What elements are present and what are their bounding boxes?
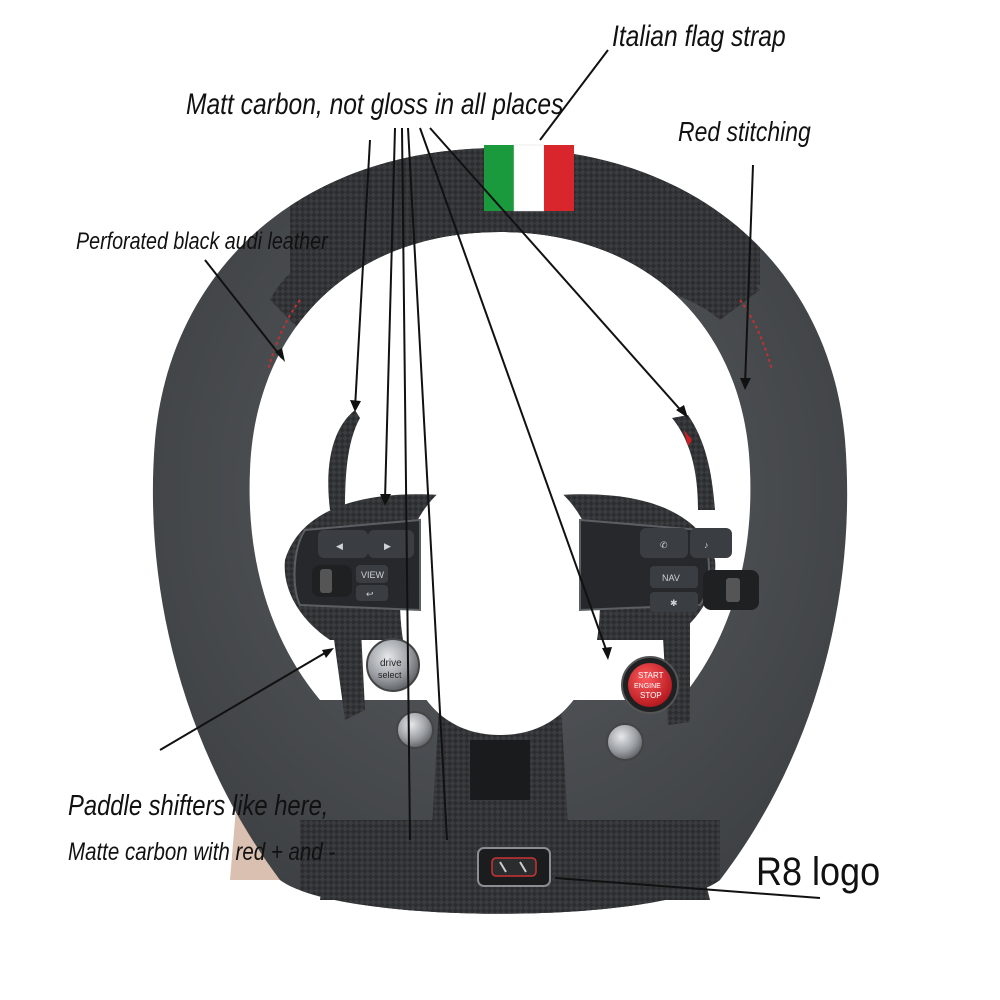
italian-flag-strap bbox=[484, 144, 574, 212]
back-icon: ↩ bbox=[366, 589, 374, 599]
select-label: select bbox=[378, 670, 402, 680]
view-button-label: VIEW bbox=[361, 570, 385, 580]
left-button-cluster: ◀ ▶ VIEW ↩ bbox=[293, 518, 421, 612]
arrow-matt-2 bbox=[384, 127, 396, 501]
start-label: START bbox=[638, 671, 664, 680]
phone-icon: ✆ bbox=[660, 540, 668, 550]
back-button bbox=[356, 585, 388, 601]
arrow-leather bbox=[204, 259, 283, 359]
arrow-matt-5 bbox=[419, 127, 609, 656]
view-button bbox=[356, 565, 388, 583]
right-lower-knob bbox=[606, 723, 644, 761]
flag-white bbox=[513, 144, 545, 212]
voice-button bbox=[690, 528, 732, 558]
left-prev-button bbox=[318, 530, 368, 558]
phone-button bbox=[640, 528, 688, 558]
paddle-red-accent-right bbox=[684, 430, 692, 446]
nav-button-label: NAV bbox=[662, 573, 680, 583]
red-stitching-right bbox=[739, 299, 773, 371]
annotation-paddle-line1: Paddle shifters like here, bbox=[68, 790, 329, 822]
arrowheads bbox=[275, 348, 751, 660]
drive-select-knob: drive select bbox=[366, 638, 420, 692]
arrow-matt-6 bbox=[429, 127, 686, 416]
lower-cutout bbox=[470, 740, 530, 800]
left-lower-knob bbox=[396, 711, 434, 749]
arrow-paddle bbox=[159, 649, 331, 751]
annotation-arrows bbox=[159, 49, 821, 899]
paddle-shifter-left bbox=[328, 410, 360, 510]
arrow-stitching bbox=[744, 164, 754, 386]
flag-green bbox=[484, 145, 514, 211]
arrow-flag bbox=[539, 49, 609, 141]
airbag-cover bbox=[400, 470, 600, 735]
start-engine-stop-button: START ENGINE STOP bbox=[621, 656, 679, 714]
annotation-italian-flag: Italian flag strap bbox=[612, 20, 786, 53]
annotation-leather: Perforated black audi leather bbox=[76, 228, 328, 255]
right-next-button bbox=[368, 530, 414, 558]
voice-icon: ♪ bbox=[704, 540, 709, 550]
arrow-matt-1 bbox=[354, 139, 371, 409]
annotation-paddle-line2: Matte carbon with red + and - bbox=[68, 838, 336, 866]
drive-label: drive bbox=[380, 658, 402, 669]
paddle-shifter-right bbox=[672, 415, 715, 510]
engine-label: ENGINE bbox=[634, 683, 661, 690]
nav-button bbox=[650, 566, 698, 588]
r8-logo-badge bbox=[477, 847, 551, 887]
red-stitching-left bbox=[267, 299, 301, 371]
arrow-matt-3 bbox=[401, 127, 411, 841]
arrow-r8 bbox=[554, 877, 821, 899]
stop-label: STOP bbox=[640, 691, 662, 700]
star-button bbox=[650, 592, 698, 612]
star-icon: ✱ bbox=[670, 598, 678, 608]
arrow-matt-4 bbox=[407, 127, 448, 841]
left-arrow-icon: ◀ bbox=[336, 541, 343, 551]
flag-red bbox=[544, 145, 574, 211]
annotation-r8-logo: R8 logo bbox=[756, 850, 881, 894]
right-button-cluster: ✆ ♪ NAV ✱ bbox=[579, 518, 759, 612]
right-arrow-icon: ▶ bbox=[384, 541, 391, 551]
annotation-red-stitching: Red stitching bbox=[678, 116, 811, 147]
annotation-matt-carbon: Matt carbon, not gloss in all places bbox=[186, 88, 564, 121]
